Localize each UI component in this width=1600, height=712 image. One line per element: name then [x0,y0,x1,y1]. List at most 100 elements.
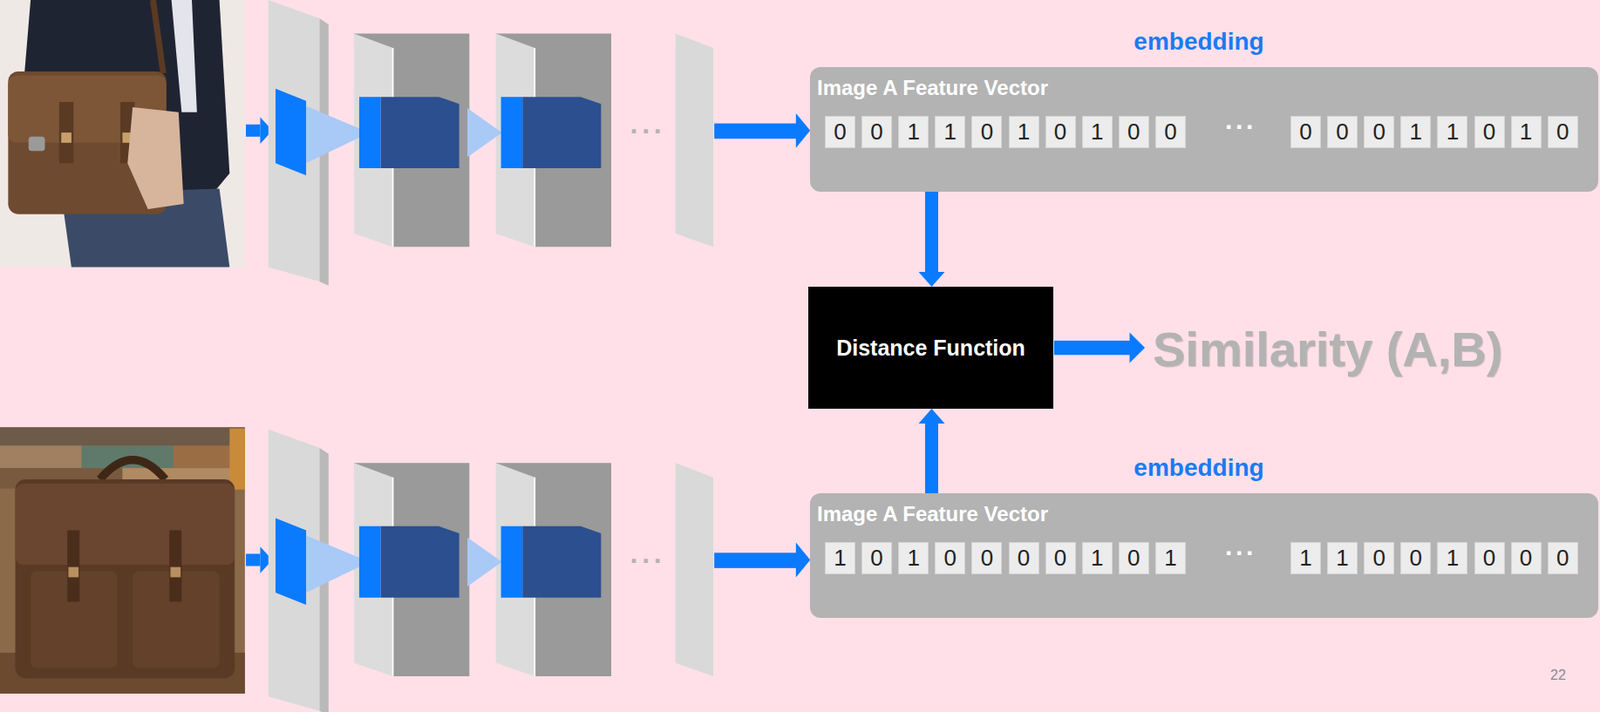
bag-photo-bottom-part [229,428,246,491]
arrow-shaft [925,191,939,273]
vector-cell: 0 [1118,115,1150,149]
similarity-arrow-part [1054,340,1132,355]
bit-value: 1 [833,544,846,572]
arrow-shaft [925,422,939,494]
bit-value: 1 [1335,544,1349,572]
similarity-arrow [1054,333,1145,364]
vector-cell: 1 [1511,115,1542,149]
bit-value: 1 [1090,544,1103,572]
bit-value: 0 [1556,118,1569,146]
vector-cell: 1 [1082,115,1113,149]
vector-cell: 0 [934,542,966,575]
vector-cell: 0 [1155,115,1186,149]
bag-photo-top-part [59,102,74,164]
bit-value: 0 [1017,544,1030,572]
vector-cell: 0 [1363,542,1395,575]
vector-cell: 1 [898,542,929,575]
arrow-head [919,408,946,424]
bit-value: 0 [1127,544,1140,572]
feature-vector-panel: embeddingImage A Feature Vector···101000… [810,493,1599,619]
vector-cell: 0 [1547,115,1579,149]
vector-cell: 1 [824,542,856,575]
bit-value: 0 [1483,118,1496,146]
vector-cell: 0 [824,115,856,149]
vector-cell: 0 [1327,115,1358,149]
vector-ellipsis: ··· [1225,538,1257,569]
vector-title: Image A Feature Vector [817,502,1049,527]
bag-photo-bottom-part [100,460,166,480]
vector-cell: 0 [971,542,1002,575]
vector-cell: 0 [861,542,892,575]
vector-cell: 0 [1290,115,1321,149]
vector-cell: 0 [1400,542,1431,575]
bag-photo-top-part [127,107,184,210]
bit-value: 0 [1372,544,1385,572]
vector-cell: 0 [861,115,892,149]
layer-ellipsis: ··· [630,115,667,148]
vector-cell: 1 [898,115,929,149]
bit-value: 1 [1409,118,1423,146]
bit-value: 1 [1519,118,1532,146]
bit-value: 0 [1335,118,1349,146]
bit-value: 0 [944,544,957,572]
bit-value: 0 [1556,544,1569,572]
connector-arrow [919,408,946,494]
bag-photo-top-part [0,0,246,268]
bit-value: 0 [1299,118,1312,146]
bit-value: 0 [1372,118,1385,146]
vector-title: Image A Feature Vector [817,75,1049,101]
bag-photo-bottom-part [15,483,236,566]
vector-cell: 1 [1327,542,1358,575]
bit-value: 0 [980,544,994,572]
feature-vector-panel: embeddingImage A Feature Vector···001101… [810,67,1599,192]
box-label: Distance Function [836,335,1026,361]
process-box: Distance Function [808,286,1054,409]
bag-photo-top-part [28,136,46,151]
bit-value: 1 [1299,544,1312,572]
bit-value: 0 [1409,544,1423,572]
vector-cell: 1 [1155,542,1186,575]
bag-photo-top-part [153,0,164,74]
vector-cell: 0 [1045,115,1076,149]
vector-cell: 0 [1547,542,1579,575]
bag-photo-bottom-part [0,427,246,446]
vector-cell: 1 [1400,115,1431,149]
bit-value: 0 [870,118,883,146]
bag-photo-top-part [61,132,72,143]
bit-value: 1 [1017,118,1030,146]
bit-value: 0 [1127,118,1140,146]
vector-cell: 1 [1008,115,1040,149]
bit-value: 1 [906,544,920,572]
vector-cell: 1 [1436,542,1468,575]
vector-cell: 0 [1118,542,1150,575]
bit-value: 1 [1164,544,1177,572]
bag-photo-top [0,0,246,268]
bit-value: 1 [1090,118,1103,146]
vector-cell: 1 [1436,115,1468,149]
vector-cell: 0 [1045,542,1076,575]
vector-cell: 0 [1474,115,1505,149]
cnn-layers-bottom [245,429,811,712]
vector-cell: 0 [1474,542,1505,575]
vector-cell: 0 [971,115,1002,149]
bag-photo-top-part [171,0,198,113]
bit-value: 0 [980,118,994,146]
vector-cell: 1 [1082,542,1113,575]
bit-value: 0 [1054,118,1067,146]
bag-photo-bottom-part [169,531,182,603]
vector-cell: 0 [1008,542,1040,575]
bag-photo-bottom-part [0,445,82,469]
bit-value: 1 [944,118,957,146]
arrow-head [919,272,946,287]
similarity-output: Similarity (A,B) [1152,320,1503,378]
vector-cell: 0 [1511,542,1542,575]
bit-value: 0 [1519,544,1532,572]
vector-cell: 0 [1363,115,1395,149]
bit-value: 0 [870,544,883,572]
embedding-heading: embedding [1133,454,1264,483]
bit-value: 0 [1164,118,1177,146]
page-number: 22 [1550,667,1566,684]
similarity-arrow-part [1129,333,1145,364]
